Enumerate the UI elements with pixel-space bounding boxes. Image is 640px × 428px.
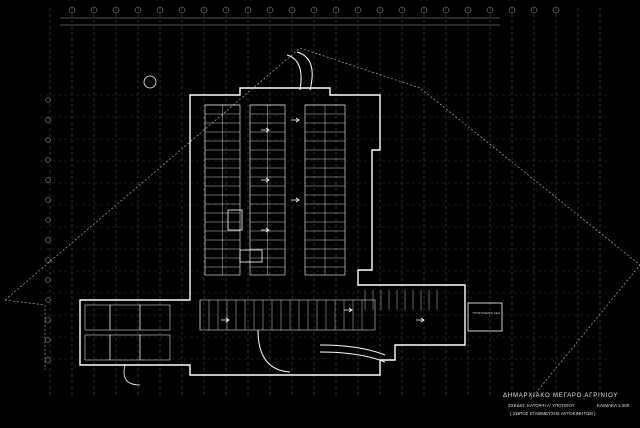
direction-arrow-icon [416, 317, 425, 323]
grid-bubble [508, 6, 516, 14]
north-arrow-icon [143, 75, 157, 89]
stair-core [239, 249, 263, 263]
grid-bubble [45, 357, 51, 363]
grid-bubble [178, 6, 186, 14]
stair-core [227, 209, 243, 231]
grid-bubble [45, 117, 51, 123]
ramp-curve [319, 344, 386, 363]
grid-bubble [45, 257, 51, 263]
grid-bubble [464, 6, 472, 14]
grid-bubble [68, 6, 76, 14]
building-outline [79, 87, 466, 376]
parking-block [199, 299, 376, 331]
grid-bubble [310, 6, 318, 14]
drawing-description: ( ΧΩΡΟΣ ΣΤΑΘΜΕΥΣΗΣ ΑΥΤΟΚΙΝΗΤΩΝ ) [510, 411, 596, 416]
grid-bubble [156, 6, 164, 14]
substation-room [467, 302, 503, 332]
grid-bubble [530, 6, 538, 14]
grid-bubble [552, 6, 560, 14]
drawing-title: ΔΗΜΑΡΧΙΑΚΟ ΜΕΓΑΡΟ ΑΓΡΙΝΙΟΥ [503, 393, 619, 399]
grid-bubble [376, 6, 384, 14]
room [84, 334, 111, 361]
grid-bubble [200, 6, 208, 14]
grid-bubble [45, 277, 51, 283]
direction-arrow-icon [261, 177, 270, 183]
grid-bubble [442, 6, 450, 14]
site-boundary [4, 299, 46, 370]
grid-bubble [45, 97, 51, 103]
direction-arrow-icon [221, 317, 230, 323]
grid-bubble [288, 6, 296, 14]
room [109, 304, 141, 331]
direction-arrow-icon [261, 227, 270, 233]
grid-bubble [134, 6, 142, 14]
grid-bubble [45, 217, 51, 223]
grid-bubble [90, 6, 98, 14]
grid-bubble [244, 6, 252, 14]
direction-arrow-icon [261, 127, 270, 133]
grid-bubble [45, 237, 51, 243]
grid-bubble [486, 6, 494, 14]
grid-bubble [398, 6, 406, 14]
curve [123, 364, 141, 386]
direction-arrow-icon [344, 307, 353, 313]
entrance-ramp [286, 51, 313, 91]
grid-bubble [266, 6, 274, 14]
ramp-curve [257, 329, 291, 373]
drawing-subtitle: ΣΧΕΔΙΟ: ΚΑΤΟΨΗ Α' ΥΠΟΓΕΙΟΥ [508, 403, 575, 408]
room-label-substation: ΥΠΟΣΤΑΘΜΟΣ ΔΕΗ [472, 311, 500, 315]
grid-bubble [420, 6, 428, 14]
room [84, 304, 111, 331]
room [139, 334, 171, 361]
grid-bubble [45, 177, 51, 183]
grid-bubble [354, 6, 362, 14]
room [139, 304, 171, 331]
room [109, 334, 141, 361]
direction-arrow-icon [291, 117, 300, 123]
grid-bubble [112, 6, 120, 14]
grid-bubble [222, 6, 230, 14]
grid-bubble [332, 6, 340, 14]
grid-bubble [45, 157, 51, 163]
direction-arrow-icon [291, 197, 300, 203]
drawing-scale: ΚΛΙΜΑΚΑ 1:200 [597, 403, 630, 408]
grid-bubble [45, 337, 51, 343]
grid-bubble [45, 317, 51, 323]
grid-bubble [45, 297, 51, 303]
grid-bubble [45, 197, 51, 203]
site-boundary [4, 47, 640, 401]
grid-bubble [45, 137, 51, 143]
